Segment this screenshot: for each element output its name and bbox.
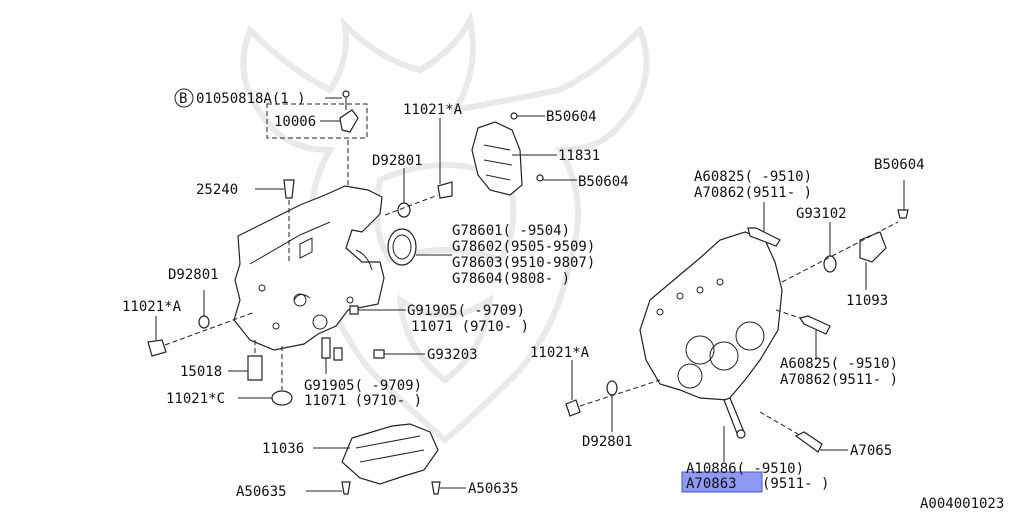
part-a10886-stud[interactable] <box>723 397 746 462</box>
selected-part-highlight[interactable] <box>681 471 763 493</box>
label-b50604-mid[interactable]: B50604 <box>578 174 629 190</box>
label-a70863-range[interactable]: (9511- ) <box>762 476 829 492</box>
label-11021c[interactable]: 11021*C <box>166 391 225 407</box>
label-a7065[interactable]: A7065 <box>850 443 892 459</box>
label-11021a-left[interactable]: 11021*A <box>122 299 182 315</box>
label-a60825-bot[interactable]: A60825( -9510) <box>780 356 898 372</box>
label-a70863[interactable]: A70863 <box>686 476 737 492</box>
diagram-id: A004001023 <box>920 496 1004 512</box>
part-11021a-top[interactable] <box>384 118 453 218</box>
label-g78603[interactable]: G78603(9510-9807) <box>452 255 595 271</box>
part-11021c[interactable] <box>238 346 293 406</box>
part-25240[interactable] <box>255 179 295 262</box>
label-b-bolt[interactable]: 01050818A(1 ) <box>196 91 306 107</box>
label-a10886[interactable]: A10886( -9510) <box>686 461 804 477</box>
label-d92801-top[interactable]: D92801 <box>372 153 423 169</box>
label-d92801-right[interactable]: D92801 <box>582 434 633 450</box>
part-10006-box[interactable] <box>266 90 368 186</box>
part-a7065-bolt[interactable] <box>759 411 848 453</box>
callout-labels: B 01050818A(1 ) 10006 11021*A B50604 118… <box>122 88 1004 512</box>
label-15018[interactable]: 15018 <box>180 364 222 380</box>
label-25240[interactable]: 25240 <box>196 182 238 198</box>
label-10006[interactable]: 10006 <box>274 114 316 130</box>
label-b50604-top[interactable]: B50604 <box>546 109 597 125</box>
part-oil-seal[interactable] <box>387 228 452 266</box>
b-circle-icon <box>174 88 194 108</box>
label-a50635-right[interactable]: A50635 <box>468 481 519 497</box>
part-11831-cover[interactable] <box>471 112 577 196</box>
label-b-circle: B <box>179 91 187 107</box>
label-g78604[interactable]: G78604(9808- ) <box>452 271 570 287</box>
label-11036[interactable]: 11036 <box>262 441 304 457</box>
label-11021a-top[interactable]: 11021*A <box>403 102 463 118</box>
right-crankcase[interactable] <box>639 231 783 401</box>
part-a60825-top[interactable] <box>747 202 781 247</box>
label-a70862-bot[interactable]: A70862(9511- ) <box>780 372 898 388</box>
part-11093[interactable] <box>781 180 909 290</box>
part-15018[interactable] <box>228 340 263 381</box>
label-b50604-right[interactable]: B50604 <box>874 157 925 173</box>
label-11831[interactable]: 11831 <box>558 148 600 164</box>
part-11021a-right[interactable] <box>565 360 661 432</box>
label-a70862-top[interactable]: A70862(9511- ) <box>694 185 812 201</box>
label-g91905-bot[interactable]: G91905( -9709) <box>304 378 422 394</box>
part-g93203[interactable] <box>321 337 425 374</box>
part-g93102[interactable] <box>823 222 837 273</box>
label-11071-top[interactable]: 11071 (9710- ) <box>411 319 529 335</box>
part-a60825-bot[interactable] <box>775 309 831 360</box>
label-a60825-top[interactable]: A60825( -9510) <box>694 169 812 185</box>
part-g91905-top[interactable] <box>349 305 406 315</box>
label-11071-bot[interactable]: 11071 (9710- ) <box>304 393 422 409</box>
left-crankcase[interactable] <box>233 185 385 351</box>
label-a50635-left[interactable]: A50635 <box>236 484 287 500</box>
part-11021a-left[interactable] <box>147 290 256 357</box>
label-g93102[interactable]: G93102 <box>796 206 847 222</box>
label-g93203[interactable]: G93203 <box>427 347 478 363</box>
label-g78602[interactable]: G78602(9505-9509) <box>452 239 595 255</box>
label-g78601[interactable]: G78601( -9504) <box>452 223 570 239</box>
label-11021a-right[interactable]: 11021*A <box>530 345 590 361</box>
label-11093[interactable]: 11093 <box>846 293 888 309</box>
part-11036-baffle[interactable] <box>306 423 466 495</box>
label-d92801-left[interactable]: D92801 <box>168 267 219 283</box>
label-g91905-top[interactable]: G91905( -9709) <box>407 303 525 319</box>
